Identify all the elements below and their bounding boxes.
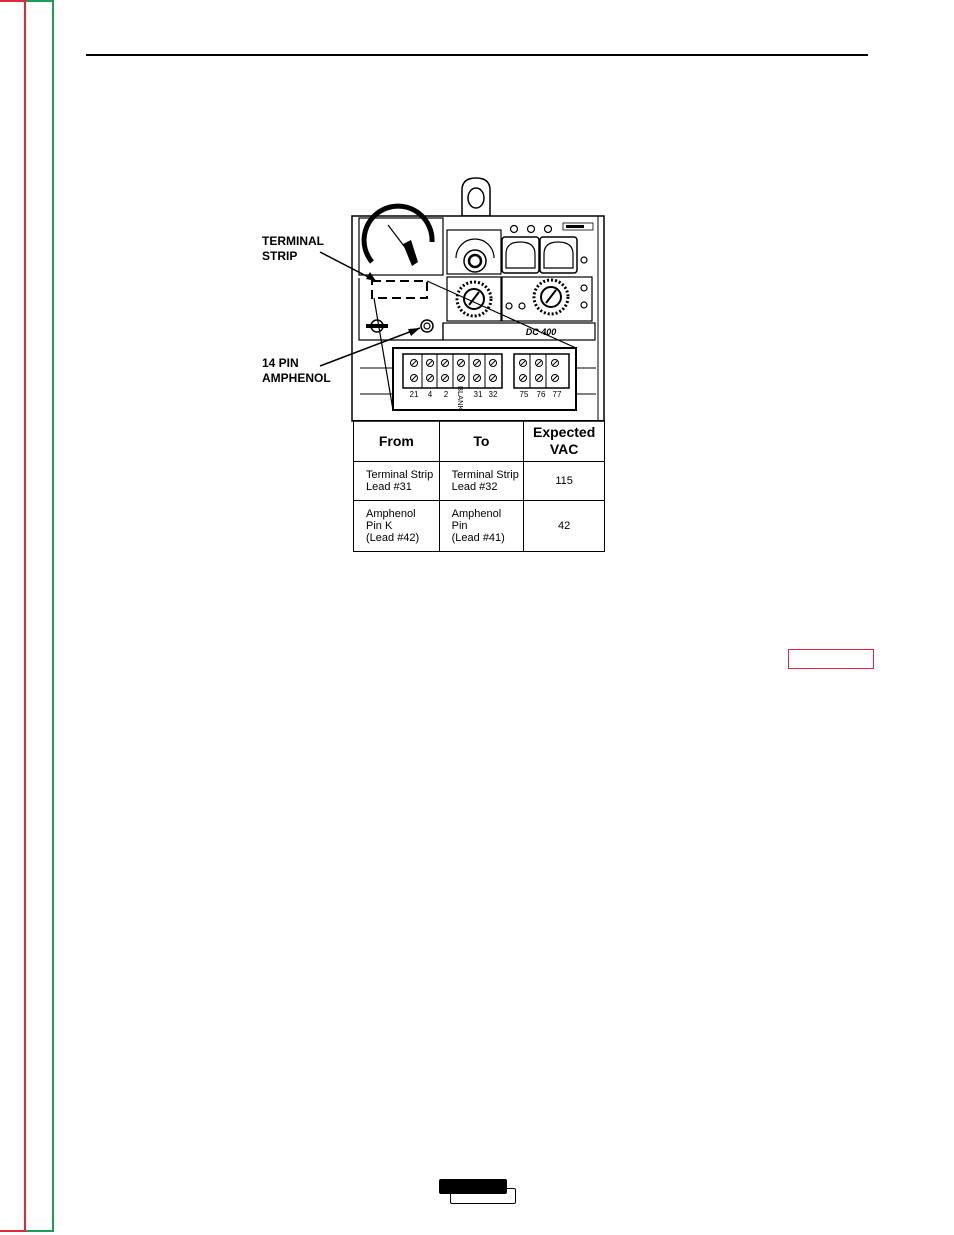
- table-header-row: From To Expected VAC: [354, 421, 605, 462]
- cell-vac: 115: [524, 462, 605, 501]
- terminal-label-21: 21: [410, 390, 419, 399]
- terminal-strip-callout: TERMINAL STRIP: [262, 234, 324, 264]
- section-tab[interactable]: [439, 1179, 507, 1194]
- terminal-label-77: 77: [553, 390, 562, 399]
- terminal-label-32: 32: [489, 390, 498, 399]
- cell-from: Amphenol Pin K (Lead #42): [354, 501, 440, 552]
- header-from: From: [354, 421, 440, 462]
- header-expected-vac: Expected VAC: [524, 421, 605, 462]
- cell-to: Amphenol Pin (Lead #41): [439, 501, 524, 552]
- terminal-label-4: 4: [428, 390, 433, 399]
- terminal-label-blank: BLANK: [456, 386, 465, 411]
- table-row: Terminal Strip Lead #31 Terminal Strip L…: [354, 462, 605, 501]
- cell-vac: 42: [524, 501, 605, 552]
- amphenol-callout: 14 PIN AMPHENOL: [262, 356, 331, 386]
- expected-voltage-table: From To Expected VAC Terminal Strip Lead…: [353, 420, 605, 552]
- terminal-label-2: 2: [444, 390, 449, 399]
- terminal-label-31: 31: [474, 390, 483, 399]
- cell-from: Terminal Strip Lead #31: [354, 462, 440, 501]
- machine-model-label: DC 400: [526, 327, 557, 337]
- terminal-label-76: 76: [537, 390, 546, 399]
- terminal-label-75: 75: [520, 390, 529, 399]
- return-to-section-link[interactable]: [788, 649, 874, 669]
- table-row: Amphenol Pin K (Lead #42) Amphenol Pin (…: [354, 501, 605, 552]
- header-to: To: [439, 421, 524, 462]
- cell-to: Terminal Strip Lead #32: [439, 462, 524, 501]
